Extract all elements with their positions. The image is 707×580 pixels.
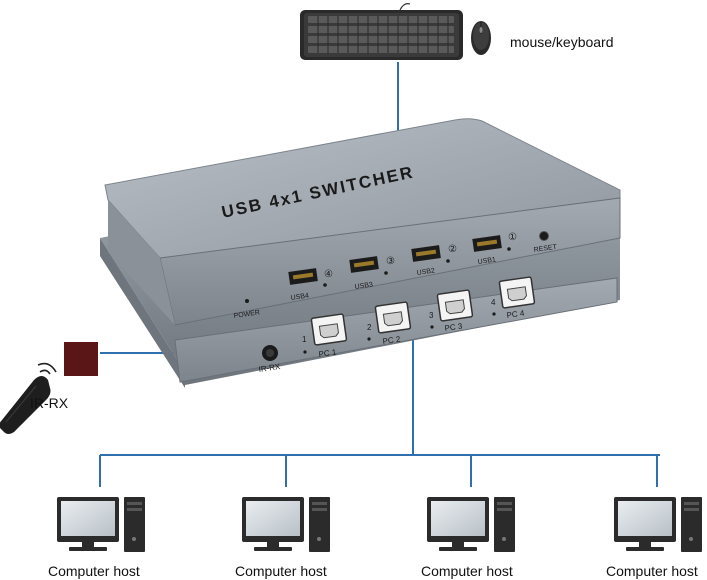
pc-port-label-3: PC 3 <box>444 322 463 333</box>
reset-button <box>539 231 549 241</box>
computer-host-label-2: Computer host <box>235 563 327 579</box>
ir-jack <box>262 345 278 361</box>
remote-control-icon <box>0 362 57 434</box>
usb-port-label-1: USB1 <box>477 256 496 265</box>
usb-port-4 <box>288 268 318 285</box>
led-indicators <box>245 247 511 303</box>
usb-port-number-1: ① <box>508 232 517 243</box>
computer-host-label-3: Computer host <box>421 563 513 579</box>
pc-port-1 <box>310 313 348 346</box>
pc-port-4 <box>498 276 536 309</box>
pc-port-label-1: PC 1 <box>318 348 337 359</box>
reset-label: RESET <box>533 244 558 254</box>
keyboard-icon <box>300 3 463 60</box>
computer-icon <box>427 497 515 552</box>
usb-port-3 <box>349 256 379 273</box>
usb-port-label-2: USB2 <box>416 267 435 276</box>
usb-port-2 <box>411 245 441 262</box>
usb-port-1 <box>472 235 502 252</box>
usb-port-number-4: ④ <box>324 269 333 280</box>
ir-receiver-label: IR-RX <box>30 395 69 411</box>
computer-icon <box>242 497 330 552</box>
usb-port-number-2: ② <box>448 244 457 255</box>
mouse-keyboard-label: mouse/keyboard <box>510 34 614 50</box>
pc-port-number-4: 4 <box>491 298 496 307</box>
computer-icon <box>57 497 145 552</box>
mouse-icon <box>471 21 491 55</box>
computer-icon <box>614 497 702 552</box>
pc-port-3 <box>436 289 474 322</box>
pc-port-label-4: PC 4 <box>506 309 525 320</box>
pc-port-number-3: 3 <box>429 311 434 320</box>
pc-port-number-1: 1 <box>302 335 307 344</box>
pc-port-label-2: PC 2 <box>382 335 401 346</box>
usb-switcher-device: USB 4x1 SWITCHER USB1 USB2 USB3 USB4 ① ②… <box>100 118 621 388</box>
usb-port-number-3: ③ <box>386 256 395 267</box>
usb-port-label-4: USB4 <box>290 292 309 301</box>
pc-port-number-2: 2 <box>367 323 372 332</box>
pc-port-2 <box>374 301 412 334</box>
power-label: POWER <box>233 309 260 320</box>
computer-host-label-4: Computer host <box>606 563 698 579</box>
ir-port-label: IR-RX <box>258 362 281 374</box>
computer-host-label-1: Computer host <box>48 563 140 579</box>
usb-port-label-3: USB3 <box>354 281 373 290</box>
ir-receiver-icon <box>64 342 98 376</box>
